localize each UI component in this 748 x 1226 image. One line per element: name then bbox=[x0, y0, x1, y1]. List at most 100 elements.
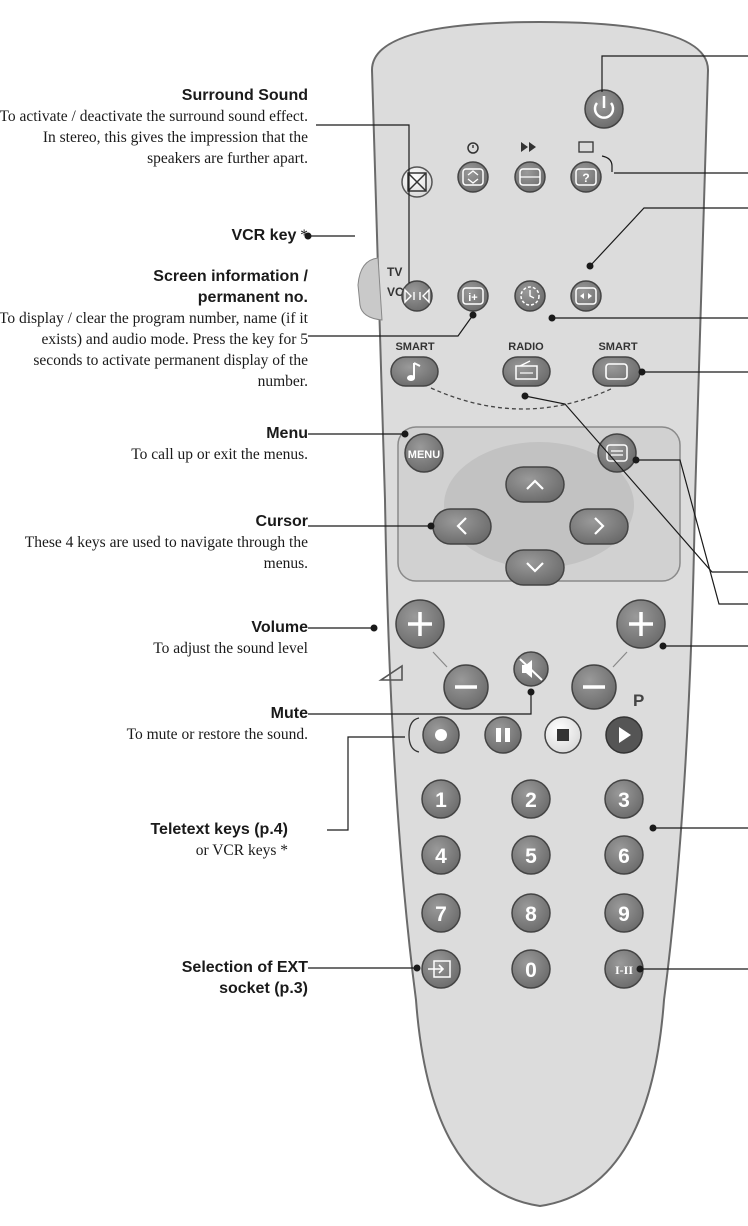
info-button[interactable]: i+ bbox=[457, 280, 489, 312]
play-icon bbox=[619, 727, 631, 743]
format-button[interactable] bbox=[570, 280, 602, 312]
callout-desc: To display / clear the program number, n… bbox=[0, 310, 308, 390]
smart-sound-button[interactable] bbox=[390, 356, 439, 387]
volume-wedge-icon bbox=[378, 664, 403, 681]
pause-button[interactable] bbox=[484, 716, 522, 754]
callout-cursor: Cursor These 4 keys are used to navigate… bbox=[0, 511, 308, 574]
cursor-up-button[interactable] bbox=[505, 466, 565, 503]
dual-key-label: I-II bbox=[615, 963, 633, 977]
reveal-button[interactable]: ? bbox=[570, 141, 602, 193]
callout-title: Screen information / permanent no. bbox=[153, 268, 308, 306]
surround-icon bbox=[404, 288, 430, 304]
program-label: P bbox=[633, 691, 644, 710]
digit-label: 9 bbox=[618, 903, 630, 926]
stop-button[interactable] bbox=[544, 716, 582, 754]
callout-teletext: Teletext keys (p.4) or VCR keys * bbox=[58, 819, 288, 861]
teletext-size-button[interactable] bbox=[514, 142, 546, 193]
record-button[interactable] bbox=[422, 716, 460, 754]
program-down-button[interactable] bbox=[571, 664, 617, 710]
digit-label: 7 bbox=[435, 903, 447, 926]
menu-key-label: MENU bbox=[408, 449, 440, 461]
music-note-icon bbox=[413, 362, 421, 378]
power-button[interactable] bbox=[584, 89, 624, 129]
digit-label: 1 bbox=[435, 789, 447, 812]
clock-icon bbox=[520, 286, 540, 306]
digit-key-7[interactable]: 7 bbox=[421, 893, 461, 933]
chevron-right-icon bbox=[594, 517, 605, 535]
timer-icon bbox=[467, 142, 479, 154]
digit-key-1[interactable]: 1 bbox=[421, 779, 461, 819]
mute-button[interactable] bbox=[513, 651, 549, 687]
screen-format-icon bbox=[575, 287, 597, 305]
digit-key-6[interactable]: 6 bbox=[604, 835, 644, 875]
svg-text:i+: i+ bbox=[468, 292, 477, 304]
callout-mute: Mute To mute or restore the sound. bbox=[0, 703, 308, 745]
smart-picture-button[interactable] bbox=[592, 356, 641, 387]
surround-button[interactable] bbox=[401, 166, 433, 198]
callout-desc: or VCR keys * bbox=[195, 842, 288, 859]
screen-icon bbox=[605, 363, 628, 380]
program-up-button[interactable] bbox=[616, 599, 666, 649]
callout-lines-right bbox=[521, 55, 748, 973]
chevron-down-icon bbox=[526, 562, 544, 573]
ext-source-button[interactable] bbox=[421, 949, 461, 989]
teletext-icon bbox=[606, 444, 628, 462]
callout-screen-info: Screen information / permanent no. To di… bbox=[0, 266, 308, 392]
volume-down-button[interactable] bbox=[443, 664, 489, 710]
radio-button[interactable] bbox=[502, 356, 551, 387]
cursor-down-button[interactable] bbox=[505, 549, 565, 586]
digit-label: 4 bbox=[435, 845, 447, 868]
stop-icon bbox=[557, 729, 569, 741]
digit-key-8[interactable]: 8 bbox=[511, 893, 551, 933]
volume-up-button[interactable] bbox=[395, 599, 445, 649]
plus-icon bbox=[408, 612, 432, 636]
smart-dashed-arc bbox=[430, 387, 614, 410]
digit-key-5[interactable]: 5 bbox=[511, 835, 551, 875]
callout-ext: Selection of EXT socket (p.3) bbox=[108, 957, 308, 999]
cursor-left-button[interactable] bbox=[432, 508, 492, 545]
callout-title: Surround Sound bbox=[181, 87, 308, 104]
smart-label-left: SMART bbox=[395, 341, 434, 353]
cursor-right-button[interactable] bbox=[569, 508, 629, 545]
smart-label-right: SMART bbox=[598, 341, 637, 353]
plus-icon bbox=[629, 612, 653, 636]
callout-menu: Menu To call up or exit the menus. bbox=[0, 423, 308, 465]
callout-title: Selection of EXT socket (p.3) bbox=[181, 959, 308, 997]
callout-title: Teletext keys (p.4) bbox=[150, 821, 288, 838]
callout-surround: Surround Sound To activate / deactivate … bbox=[0, 85, 308, 169]
digit-label: 5 bbox=[525, 845, 537, 868]
pause-icon bbox=[496, 728, 501, 742]
digit-label: 8 bbox=[525, 903, 537, 926]
timer-button[interactable] bbox=[457, 142, 489, 193]
play-button[interactable] bbox=[605, 716, 643, 754]
digit-key-3[interactable]: 3 bbox=[604, 779, 644, 819]
svg-text:?: ? bbox=[582, 171, 589, 185]
digit-label: 0 bbox=[525, 959, 537, 982]
radio-icon bbox=[515, 365, 538, 380]
callout-desc: To call up or exit the menus. bbox=[131, 446, 308, 463]
callout-desc: To mute or restore the sound. bbox=[126, 726, 308, 743]
teletext-button[interactable] bbox=[597, 433, 637, 473]
info-icon bbox=[462, 287, 484, 305]
callout-asterisk: * bbox=[296, 227, 308, 244]
chevron-left-icon bbox=[456, 517, 467, 535]
tv-vcr-switch[interactable] bbox=[357, 257, 383, 321]
callout-vcr-key: VCR key * bbox=[0, 225, 308, 246]
switch-label-tv: TV bbox=[387, 265, 402, 279]
callout-lines-left bbox=[304, 124, 535, 972]
callout-desc: To adjust the sound level bbox=[153, 640, 308, 657]
index-icon bbox=[578, 141, 594, 153]
record-icon bbox=[435, 729, 447, 741]
radio-label: RADIO bbox=[508, 341, 544, 353]
digit-key-9[interactable]: 9 bbox=[604, 893, 644, 933]
sleep-timer-button[interactable] bbox=[514, 280, 546, 312]
callout-desc: These 4 keys are used to navigate throug… bbox=[24, 534, 308, 572]
menu-button[interactable]: MENU bbox=[404, 433, 444, 473]
digit-key-0[interactable]: 0 bbox=[511, 949, 551, 989]
callout-title: VCR key bbox=[231, 227, 297, 244]
sound-mode-button[interactable] bbox=[401, 280, 433, 312]
digit-key-2[interactable]: 2 bbox=[511, 779, 551, 819]
digit-key-4[interactable]: 4 bbox=[421, 835, 461, 875]
chevron-up-icon bbox=[526, 479, 544, 490]
